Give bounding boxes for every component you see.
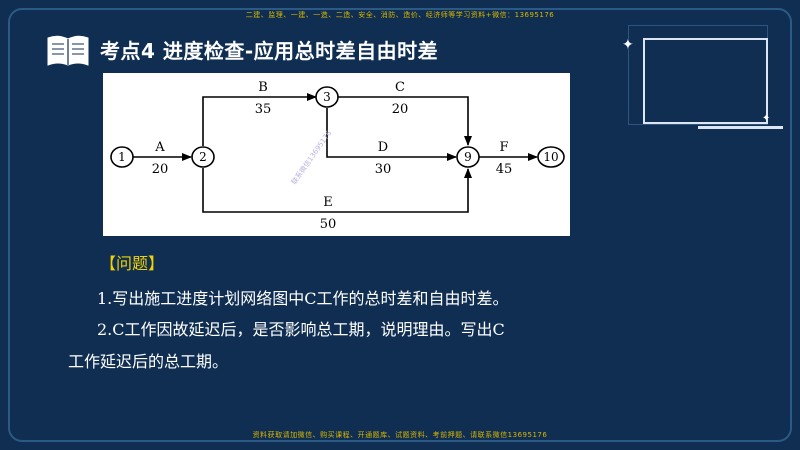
activity-b-duration: 35: [255, 102, 272, 117]
activity-a-name: A: [154, 140, 165, 155]
arrow-d: [326, 108, 457, 161]
sparkle-icon: ✦: [622, 37, 634, 53]
activity-d-name: D: [378, 140, 388, 155]
node-9: [456, 146, 480, 168]
decorative-frame: [643, 38, 768, 124]
node-2-label: 2: [199, 150, 207, 164]
top-watermark: 二建、监理、一建、一造、二造、安全、消防、造价、经济师等学习资料+微信：1369…: [245, 11, 555, 19]
sparkle-icon: ✦: [762, 113, 771, 124]
question-heading: 【问题】: [100, 254, 165, 273]
activity-f-duration: 45: [496, 162, 513, 177]
activity-e-duration: 50: [320, 217, 337, 232]
book-icon: [46, 34, 90, 68]
activity-e-name: E: [323, 195, 333, 210]
page-title: 考点4 进度检查-应用总时差自由时差: [100, 39, 439, 63]
activity-f-name: F: [499, 140, 508, 155]
node-1-label: 1: [118, 150, 126, 164]
activity-d-duration: 30: [375, 162, 392, 177]
arrow-b: [202, 93, 317, 146]
arrow-e: [202, 168, 472, 213]
slide-frame: [8, 8, 792, 442]
node-3: [315, 86, 339, 108]
node-9-label: 9: [464, 150, 472, 164]
arrow-c: [338, 96, 472, 146]
bottom-watermark: 资料获取请加微信、购买课程、开通题库、试题资料、考前押题、请联系微信136951…: [252, 431, 548, 439]
activity-b-name: B: [258, 80, 268, 95]
node-3-label: 3: [323, 90, 331, 104]
activity-a-duration: 20: [152, 162, 169, 177]
question-2-line-1: 2.C工作因故延迟后，是否影响总工期，说明理由。写出C: [97, 320, 505, 339]
node-1: [110, 146, 134, 168]
question-1: 1.写出施工进度计划网络图中C工作的总时差和自由时差。: [97, 289, 509, 308]
node-2: [191, 146, 215, 168]
node-10: [537, 146, 565, 168]
activity-c-name: C: [395, 80, 405, 95]
activity-c-duration: 20: [392, 102, 409, 117]
question-2-line-2: 工作延迟后的总工期。: [68, 352, 229, 371]
node-10-label: 10: [543, 150, 558, 164]
decorative-bar: [698, 126, 783, 129]
network-diagram: 1 2 3 9 10 A 20 B 35 C 20 D 30 E 50 F 45…: [103, 73, 570, 236]
